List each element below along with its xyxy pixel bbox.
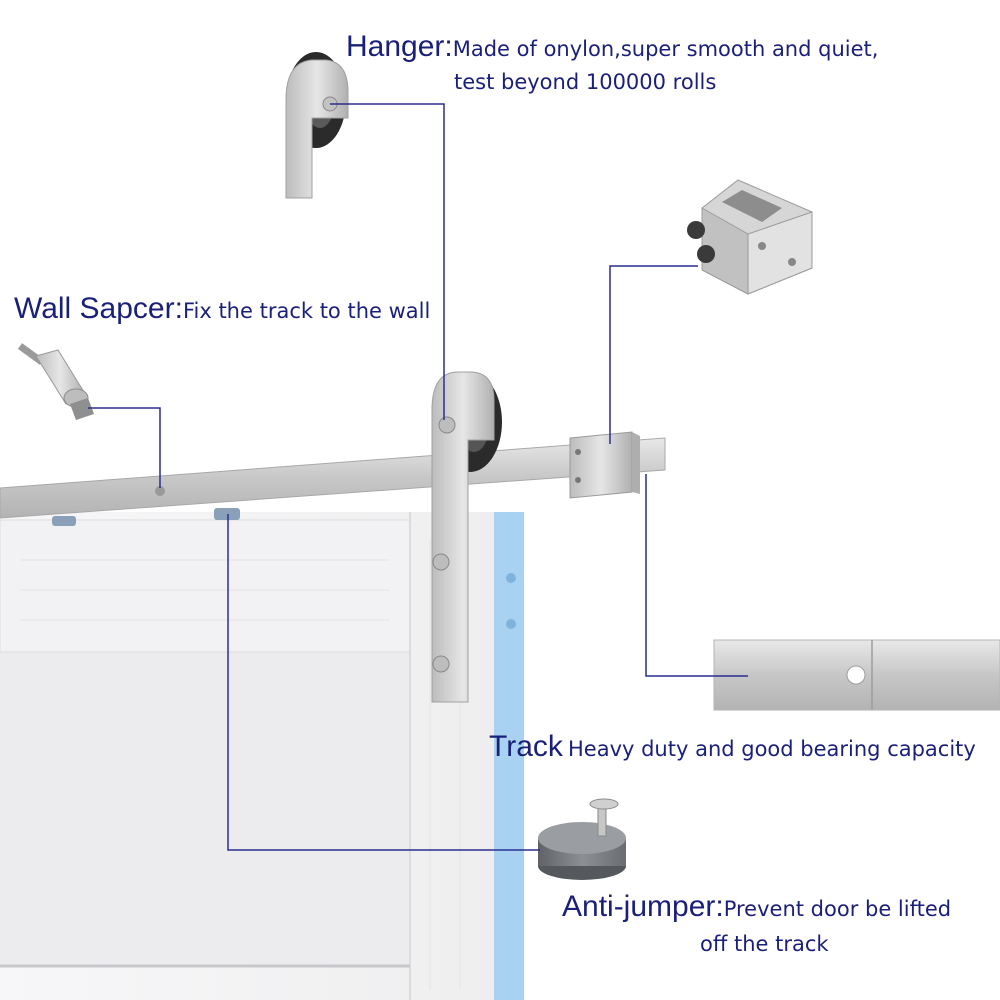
track-title: Track: [489, 730, 563, 763]
wall-spacer-callout: Wall Sapcer:Fix the track to the wall: [14, 292, 430, 326]
end-stop-leader-line: [609, 265, 698, 444]
anti-jumper-callout: Anti-jumper:Prevent door be lifted off t…: [562, 890, 951, 956]
anti-jumper-icon: [538, 798, 626, 880]
wall-spacer-title: Wall Sapcer:: [14, 292, 183, 325]
wall-spacer-leader-line: [88, 407, 161, 488]
leader-lines: [88, 103, 748, 851]
anti-jumper-desc-line1: Prevent door be lifted: [723, 897, 952, 921]
hanger-desc-line1: Made of onylon,super smooth and quiet,: [452, 37, 879, 61]
hanger-desc-line2: test beyond 100000 rolls: [454, 70, 717, 94]
anti-jumper-desc-line2: off the track: [700, 932, 829, 956]
track-joint-icon: [713, 639, 1000, 711]
hanger-on-track: [431, 371, 502, 703]
wall-spacer-bolt-icon: [17, 343, 94, 420]
hanger-leader-line: [330, 103, 445, 420]
wall-spacer-desc: Fix the track to the wall: [182, 299, 431, 323]
wall-spacer-mounts: [52, 508, 240, 526]
end-stop-icon: [687, 179, 813, 295]
track-rail: [0, 437, 666, 519]
hanger-title: Hanger:: [346, 30, 453, 63]
hanger-wheel-icon: [285, 52, 349, 199]
track-desc: Heavy duty and good bearing capacity: [567, 737, 976, 761]
anti-jumper-leader-line: [227, 514, 540, 851]
end-stop-on-track: [569, 431, 640, 499]
track-leader-line: [645, 474, 748, 677]
anti-jumper-title: Anti-jumper:: [562, 890, 724, 923]
hanger-callout: Hanger:Made of onylon,super smooth and q…: [346, 30, 878, 94]
track-callout: Track Heavy duty and good bearing capaci…: [489, 730, 976, 764]
